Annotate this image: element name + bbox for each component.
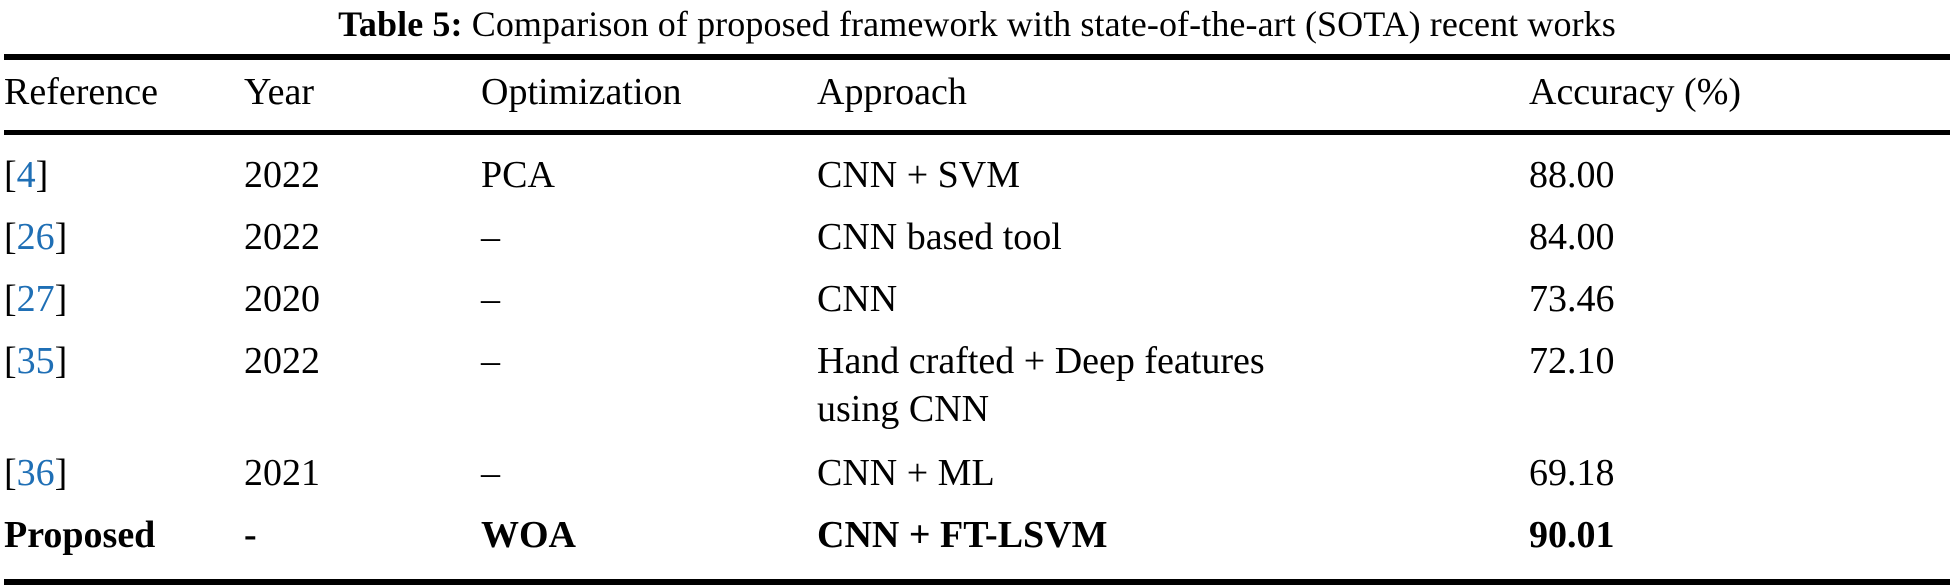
citation-link[interactable]: 36 <box>16 452 55 494</box>
cell-approach: Hand crafted + Deep features using CNN <box>817 331 1529 443</box>
cell-year: 2020 <box>244 278 320 320</box>
cell-approach: CNN + SVM <box>817 145 1529 207</box>
cell-optimization: WOA <box>481 514 576 556</box>
table-bottom-rule <box>4 579 1950 585</box>
cell-accuracy: 73.46 <box>1529 278 1615 320</box>
cell-accuracy: 84.00 <box>1529 216 1615 258</box>
citation: [27] <box>4 278 68 320</box>
cell-year: 2022 <box>244 216 320 258</box>
approach-line: CNN based tool <box>817 216 1062 258</box>
approach-line: CNN + FT-LSVM <box>817 514 1108 556</box>
citation: [35] <box>4 340 68 382</box>
table-row: [4] 2022 PCA CNN + SVM 88.00 <box>4 145 1950 207</box>
cell-accuracy: 88.00 <box>1529 154 1615 196</box>
table-row: [27] 2020 – CNN 73.46 <box>4 269 1950 331</box>
cell-reference: [4] <box>4 145 244 207</box>
column-header-year: Year <box>244 71 315 113</box>
comparison-table-body: [4] 2022 PCA CNN + SVM 88.00 [26] 2022 –… <box>4 135 1950 579</box>
cell-optimization: PCA <box>481 154 555 196</box>
spacer-cell <box>4 135 1950 145</box>
table-caption-text: Comparison of proposed framework with st… <box>471 4 1616 44</box>
column-header-reference: Reference <box>4 71 158 113</box>
cell-reference: Proposed <box>4 505 244 571</box>
table-header-row: Reference Year Optimization Approach Acc… <box>4 60 1950 130</box>
cell-optimization: – <box>481 340 500 382</box>
table-caption: Table 5: Comparison of proposed framewor… <box>4 0 1950 46</box>
cell-reference: [36] <box>4 443 244 505</box>
cell-approach: CNN + ML <box>817 443 1529 505</box>
citation-link[interactable]: 27 <box>16 278 55 320</box>
column-header-approach: Approach <box>817 71 967 113</box>
table-top-rule <box>4 54 1950 60</box>
citation: [26] <box>4 216 68 258</box>
approach-line: CNN + SVM <box>817 154 1021 196</box>
table-body-bottom-spacer <box>4 571 1950 579</box>
cell-optimization: – <box>481 216 500 258</box>
cell-year: 2022 <box>244 154 320 196</box>
table-body-top-spacer <box>4 135 1950 145</box>
cell-reference: [35] <box>4 331 244 443</box>
citation: Proposed <box>4 514 156 556</box>
table-header-rule <box>4 130 1950 135</box>
table-row-proposed: Proposed - WOA CNN + FT-LSVM 90.01 <box>4 505 1950 571</box>
table-row: [36] 2021 – CNN + ML 69.18 <box>4 443 1950 505</box>
column-header-accuracy: Accuracy (%) <box>1529 71 1742 113</box>
table-row: [26] 2022 – CNN based tool 84.00 <box>4 207 1950 269</box>
cell-accuracy: 69.18 <box>1529 452 1615 494</box>
cell-reference: [26] <box>4 207 244 269</box>
cell-year: 2022 <box>244 340 320 382</box>
table-row: [35] 2022 – Hand crafted + Deep features… <box>4 331 1950 443</box>
cell-reference: [27] <box>4 269 244 331</box>
approach-line: CNN + ML <box>817 452 995 494</box>
approach-line: CNN <box>817 278 898 320</box>
comparison-table: Reference Year Optimization Approach Acc… <box>4 60 1950 130</box>
approach-line: Hand crafted + Deep features <box>817 340 1265 382</box>
cell-accuracy: 90.01 <box>1529 514 1615 556</box>
cell-approach: CNN based tool <box>817 207 1529 269</box>
spacer-cell <box>4 571 1950 579</box>
approach-line-continued: using CNN <box>817 388 990 430</box>
citation: [4] <box>4 154 49 196</box>
cell-optimization: – <box>481 278 500 320</box>
cell-accuracy: 72.10 <box>1529 340 1615 382</box>
cell-approach: CNN + FT-LSVM <box>817 505 1529 571</box>
citation: [36] <box>4 452 68 494</box>
citation-link[interactable]: 35 <box>16 340 55 382</box>
citation-link[interactable]: 4 <box>16 154 36 196</box>
citation-link[interactable]: 26 <box>16 216 55 258</box>
cell-year: 2021 <box>244 452 320 494</box>
table-caption-label: Table 5: <box>338 4 463 44</box>
column-header-optimization: Optimization <box>481 71 682 113</box>
cell-approach: CNN <box>817 269 1529 331</box>
cell-optimization: – <box>481 452 500 494</box>
cell-year: - <box>244 514 257 556</box>
